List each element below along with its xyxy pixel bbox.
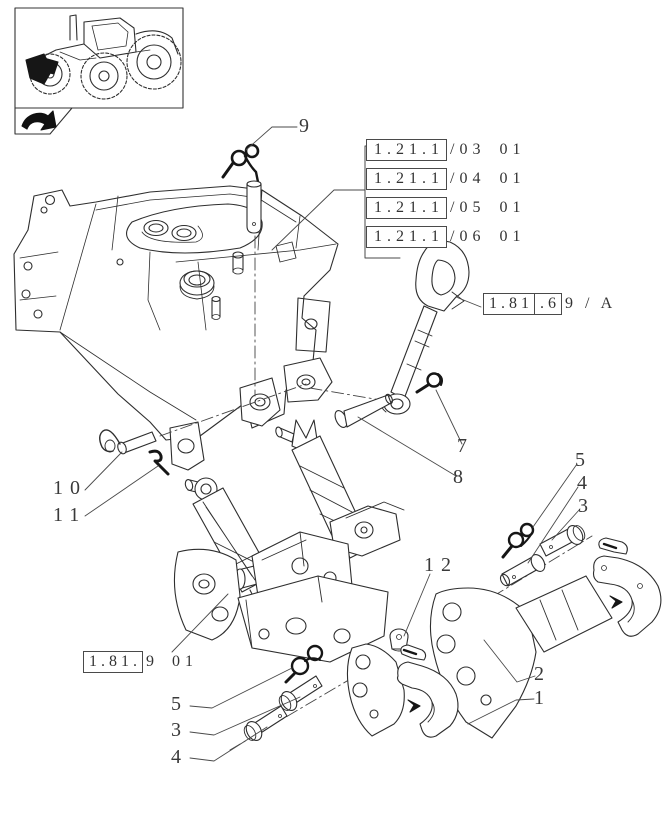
reference-sheet: 01	[499, 199, 526, 216]
hook-1-right-drawing	[592, 537, 662, 637]
reference-code-box[interactable]: 1.21.1	[366, 139, 447, 161]
callout-item-12: 12	[424, 554, 458, 576]
arm-2-drawing	[429, 575, 613, 739]
reference-link[interactable]: 1.21.1 /06 01	[366, 226, 525, 248]
reference-code-box[interactable]: .6	[534, 293, 562, 315]
rocker-reference[interactable]: 1.81. 9 01	[83, 651, 198, 673]
rocker-bracket-drawing	[173, 501, 405, 663]
main-frame-drawing	[13, 185, 339, 471]
reference-sheet: 01	[172, 653, 198, 670]
bottom-pins-drawing	[243, 644, 324, 741]
reference-code-box[interactable]: 1.21.1	[366, 226, 447, 248]
cotter-pin-11-drawing	[148, 449, 170, 476]
callout-item-10: 10	[53, 477, 87, 499]
callout-item-4-bottom: 4	[171, 746, 181, 768]
leader-lines	[84, 126, 581, 762]
nav-arrow-icon	[14, 107, 73, 135]
hook-1-left-drawing	[346, 643, 459, 738]
reference-code-box[interactable]: 1.21.1	[366, 197, 447, 219]
callout-item-5-right: 5	[575, 449, 585, 471]
top-link-reference[interactable]: 1.81 .6 9 / A	[483, 293, 616, 315]
pin-9-drawing	[221, 143, 262, 234]
reference-page: /06	[450, 228, 486, 245]
callout-item-7: 7	[457, 435, 467, 457]
callout-item-3-right: 3	[578, 495, 588, 517]
callout-item-5-bottom: 5	[171, 693, 181, 715]
callout-item-1: 1	[534, 687, 544, 709]
pin-10-drawing	[99, 429, 157, 455]
reference-page: /03	[450, 141, 486, 158]
callout-item-3-bottom: 3	[171, 719, 181, 741]
reference-sheet: 01	[499, 141, 526, 158]
thumbnail-tractor-drawing	[14, 7, 184, 109]
linch-pin-7-drawing	[415, 372, 443, 394]
reference-sheet: 01	[499, 228, 526, 245]
callout-item-9: 9	[299, 115, 309, 137]
top-link-drawing	[381, 240, 470, 415]
reference-link[interactable]: 1.21.1 /04 01	[366, 168, 525, 190]
reference-page: /04	[450, 170, 486, 187]
reference-code-box[interactable]: 1.21.1	[366, 168, 447, 190]
reference-suffix: 9 / A	[565, 295, 617, 312]
reference-code-box[interactable]: 1.81	[483, 293, 535, 315]
callout-item-11: 11	[53, 504, 87, 526]
reference-page: /05	[450, 199, 486, 216]
callout-item-2: 2	[534, 663, 544, 685]
pin-8-drawing	[334, 393, 393, 428]
reference-sheet: 01	[499, 170, 526, 187]
reference-list: 1.21.1 /03 01 1.21.1 /04 01 1.21.1 /05 0…	[366, 139, 525, 255]
reference-link[interactable]: 1.21.1 /03 01	[366, 139, 525, 161]
callout-item-8: 8	[453, 466, 463, 488]
reference-link[interactable]: 1.21.1 /05 01	[366, 197, 525, 219]
reference-code-box[interactable]: 1.81.	[83, 651, 143, 673]
callout-item-4-right: 4	[577, 472, 587, 494]
right-pins-drawing	[499, 522, 586, 587]
reference-item: 9	[146, 653, 158, 670]
